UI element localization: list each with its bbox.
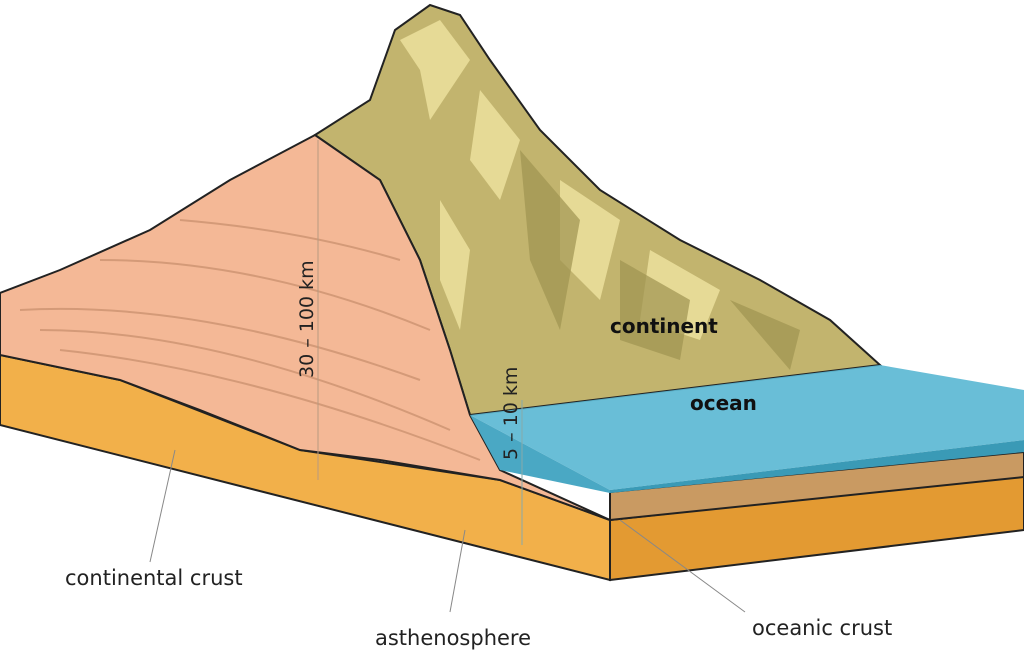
label-oceanic-crust: oceanic crust [752, 616, 892, 640]
leader-asthenosphere [449, 529, 466, 613]
leader-continental-crust [149, 449, 176, 563]
label-continental-thickness: 30 – 100 km [296, 260, 318, 378]
ocean-surface [470, 365, 1024, 490]
label-ocean: ocean [690, 391, 757, 415]
mountain-shadows [520, 150, 800, 370]
label-continental-crust: continental crust [65, 566, 243, 590]
ocean-front [470, 415, 610, 493]
ocean-side [610, 440, 1024, 493]
label-asthenosphere: asthenosphere [375, 626, 531, 650]
label-oceanic-thickness: 5 – 10 km [500, 367, 522, 460]
leader-oceanic-crust [619, 519, 746, 613]
label-continent: continent [610, 314, 718, 338]
mountain-highlights [400, 20, 720, 340]
crust-texture [19, 219, 481, 461]
